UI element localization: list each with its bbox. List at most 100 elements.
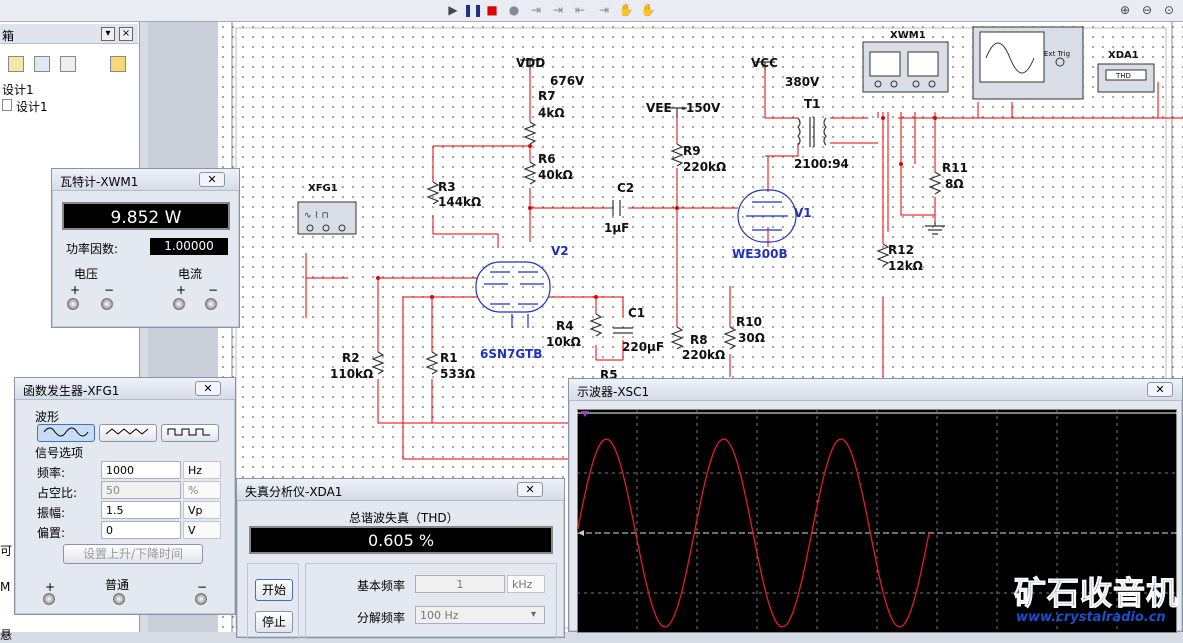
- step-icon[interactable]: ●: [508, 3, 520, 17]
- breakpoint-icon[interactable]: ✋: [618, 3, 634, 17]
- chevron-down-icon[interactable]: ▾: [531, 609, 537, 620]
- c2-label: C2: [617, 181, 634, 195]
- funcgen-title-bar[interactable]: 函数发生器-XFG1 ✕: [15, 378, 235, 400]
- plus-terminal[interactable]: [43, 593, 55, 605]
- r8-label: R8: [690, 333, 708, 347]
- sine-wave-button[interactable]: [37, 424, 95, 442]
- wattmeter-title-bar[interactable]: 瓦特计-XWM1 ✕: [52, 169, 239, 191]
- voltage-minus-terminal[interactable]: [101, 298, 113, 310]
- minus-terminal[interactable]: [195, 593, 207, 605]
- close-icon[interactable]: ✕: [195, 381, 221, 396]
- duty-cycle-input[interactable]: 50: [101, 481, 181, 499]
- pin-icon[interactable]: ▾: [101, 27, 115, 41]
- r7-value: 4kΩ: [538, 106, 565, 120]
- square-wave-button[interactable]: [161, 424, 219, 442]
- schematic-file-icon: [2, 99, 12, 111]
- zoom-out-icon[interactable]: ⊖: [1141, 3, 1153, 17]
- voltage-plus-label: +: [70, 283, 81, 297]
- distortion-title-bar[interactable]: 失真分析仪-XDA1 ✕: [237, 479, 564, 501]
- frequency-unit[interactable]: Hz: [183, 461, 221, 479]
- run-to-cursor-icon[interactable]: ⇥: [598, 3, 610, 17]
- minus-label: −: [197, 580, 208, 594]
- start-button[interactable]: 开始: [255, 579, 293, 601]
- v1-label: V1: [794, 206, 812, 220]
- close-icon[interactable]: ✕: [1147, 382, 1173, 397]
- clipped-tab-label[interactable]: 悬: [0, 628, 13, 642]
- r4-label: R4: [556, 319, 574, 333]
- tree-root[interactable]: 设计1: [2, 83, 34, 97]
- xwm1-instrument: [862, 41, 949, 93]
- close-icon[interactable]: ×: [119, 27, 133, 41]
- run-icon[interactable]: ▶: [448, 3, 458, 17]
- duty-cycle-unit[interactable]: %: [183, 481, 221, 499]
- simulation-toolbar: ▶ ❚❚ ■ ● ⇥ ⇥ ⇤ ⇥ ✋ ✋ ⊕ ⊖ ⊙: [0, 0, 1183, 22]
- tree-child[interactable]: 设计1: [16, 100, 48, 114]
- pause-icon[interactable]: ❚❚: [463, 3, 484, 17]
- signal-options-label: 信号选项: [35, 446, 84, 460]
- amplitude-unit[interactable]: Vp: [183, 501, 221, 519]
- duty-cycle-label: 占空比:: [37, 486, 78, 500]
- current-label: 电流: [178, 267, 203, 281]
- save-design-icon[interactable]: [60, 56, 76, 72]
- voltage-plus-terminal[interactable]: [67, 298, 79, 310]
- xfg1-label: XFG1: [308, 183, 338, 194]
- zoom-fit-icon[interactable]: ⊙: [1163, 3, 1175, 17]
- scope-display: [577, 409, 1177, 633]
- close-icon[interactable]: ✕: [199, 172, 225, 187]
- common-label: 普通: [105, 578, 130, 592]
- plus-label: +: [45, 580, 56, 594]
- offset-unit[interactable]: V: [183, 521, 221, 539]
- scope-title: 示波器-XSC1: [577, 385, 650, 399]
- stop-icon[interactable]: ■: [486, 3, 498, 17]
- signal-trace: [577, 438, 930, 628]
- amplitude-input[interactable]: 1.5: [101, 501, 181, 519]
- thd-small-label: THD: [1115, 72, 1131, 80]
- r8-value: 220kΩ: [682, 348, 725, 362]
- vee-value: -150V: [681, 101, 721, 115]
- clipped-tab-label[interactable]: M: [0, 580, 11, 594]
- rise-fall-time-button[interactable]: 设置上升/下降时间: [63, 544, 203, 564]
- common-terminal[interactable]: [113, 593, 125, 605]
- distortion-title: 失真分析仪-XDA1: [245, 485, 343, 499]
- clipped-tab-label[interactable]: 可: [0, 544, 13, 558]
- watermark-url: www.crystalradio.cn: [1016, 610, 1166, 625]
- r12-value: 12kΩ: [888, 259, 923, 273]
- power-factor-value: 1.00000: [150, 238, 228, 255]
- scope-title-bar[interactable]: 示波器-XSC1 ✕: [569, 379, 1182, 401]
- r10-value: 30Ω: [738, 331, 765, 345]
- current-plus-terminal[interactable]: [173, 298, 185, 310]
- toolbox-settings-icon[interactable]: [110, 56, 126, 72]
- frequency-input[interactable]: 1000: [101, 461, 181, 479]
- r2-label: R2: [342, 351, 360, 365]
- fundamental-freq-label: 基本频率: [357, 579, 406, 593]
- r1-label: R1: [440, 351, 458, 365]
- r11-label: R11: [942, 161, 968, 175]
- close-icon[interactable]: ✕: [517, 482, 543, 497]
- remove-breakpoints-icon[interactable]: ✋: [640, 3, 656, 17]
- r6-label: R6: [538, 152, 556, 166]
- stop-button[interactable]: 停止: [255, 611, 293, 633]
- distortion-analyzer-window: 失真分析仪-XDA1 ✕ 总谐波失真（THD） 0.605 % 开始 停止 基本…: [236, 478, 565, 639]
- resolution-freq-select[interactable]: 100 Hz: [415, 606, 545, 624]
- fundamental-freq-unit[interactable]: kHz: [507, 575, 545, 593]
- fundamental-freq-input[interactable]: 1: [415, 575, 505, 593]
- triangle-wave-button[interactable]: [99, 424, 157, 442]
- offset-label: 偏置:: [37, 526, 66, 540]
- r3-label: R3: [438, 180, 456, 194]
- t1-label: T1: [804, 97, 821, 111]
- trigger-marker-icon[interactable]: [578, 530, 584, 536]
- step-out-icon[interactable]: ⇤: [574, 3, 586, 17]
- r12-label: R12: [888, 243, 914, 257]
- zoom-in-icon[interactable]: ⊕: [1119, 3, 1131, 17]
- cursor-marker-icon[interactable]: [581, 411, 589, 417]
- offset-input[interactable]: 0: [101, 521, 181, 539]
- xda1-label: XDA1: [1108, 50, 1139, 61]
- ext-trig-label: Ext Trig: [1044, 50, 1070, 58]
- new-design-icon[interactable]: [8, 56, 24, 72]
- current-minus-terminal[interactable]: [205, 298, 217, 310]
- step-into-icon[interactable]: ⇥: [530, 3, 542, 17]
- open-design-icon[interactable]: [34, 56, 50, 72]
- thd-label: 总谐波失真（THD）: [349, 511, 459, 525]
- step-over-icon[interactable]: ⇥: [552, 3, 564, 17]
- current-minus-label: −: [208, 283, 219, 297]
